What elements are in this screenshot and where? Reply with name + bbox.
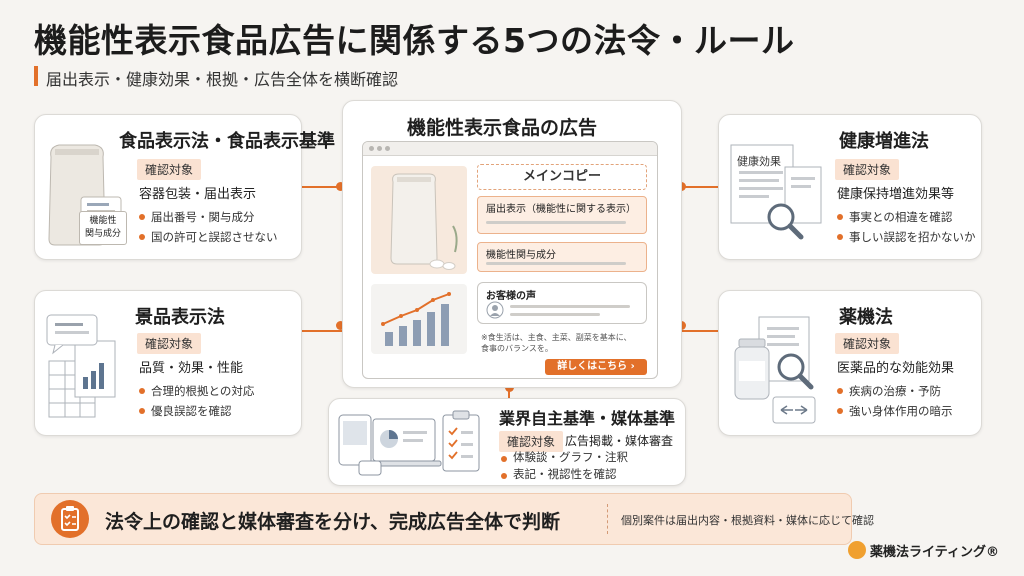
disclaimer-line: 食事のバランスを。 — [481, 344, 553, 353]
target-text: 容器包装・届出表示 — [139, 187, 257, 202]
brand-logo-icon — [848, 541, 866, 559]
target-text: 健康保持増進効果等 — [837, 187, 955, 202]
main-copy-box: メインコピー — [477, 164, 647, 190]
bullet-item: 事実との相違を確認 — [835, 207, 976, 227]
summary-text: 法令上の確認と媒体審査を分け、完成広告全体で判断 — [105, 511, 561, 533]
bullet-item: 表記・視認性を確認 — [499, 466, 628, 483]
brand-name: 薬機法ライティング® — [870, 545, 999, 560]
disclaimer-line: ※食生活は、主食、主菜、副菜を基本に、 — [481, 333, 632, 342]
connector-health — [682, 186, 718, 188]
card-title: 景品表示法 — [135, 307, 225, 328]
bullet-list: 届出番号・関与成分 国の許可と誤認させない — [137, 207, 278, 247]
placeholder-line — [510, 313, 600, 316]
notice-box: 届出表示（機能性に関する表示） — [477, 196, 647, 234]
card-title: 薬機法 — [839, 307, 893, 328]
bullet-item: 届出番号・関与成分 — [137, 207, 278, 227]
browser-dot — [377, 146, 382, 151]
connector-dot — [336, 321, 345, 330]
connector-industry — [508, 387, 510, 401]
connector-pharma — [682, 330, 718, 332]
ad-browser-mock: メインコピー 届出表示（機能性に関する表示） 機能性関与成分 お客様の声 — [362, 141, 658, 379]
customer-voice-box: お客様の声 — [477, 282, 647, 324]
bullet-item: 事しい誤認を招かないか — [835, 227, 976, 247]
devices-illustration — [338, 410, 480, 476]
card-title: 機能性表示食品の広告 — [407, 117, 598, 139]
bullet-item: 強い身体作用の暗示 — [835, 401, 953, 421]
summary-note: 個別案件は届出内容・根拠資料・媒体に応じて確認 — [621, 514, 874, 527]
growth-graph-icon — [381, 292, 451, 346]
summary-banner: 法令上の確認と媒体審査を分け、完成広告全体で判断 個別案件は届出内容・根拠資料・… — [34, 493, 874, 545]
browser-dot — [369, 146, 374, 151]
card-food-labeling: 機能性 関与成分 食品表示法・食品表示基準 確認対象 容器包装・届出表示 届出番… — [34, 114, 335, 260]
card-health-promotion: 健康効果 健康増進法 確認対象 健康保持増進効果等 事実との相違を確認 事しい誤… — [718, 114, 982, 260]
card-industry: 業界自主基準・媒体基準 確認対象 広告掲載・媒体審査 体験談・グラフ・注釈 表記… — [328, 398, 686, 486]
bullet-list: 疾病の治療・予防 強い身体作用の暗示 — [835, 381, 953, 421]
connector-dot — [336, 182, 345, 191]
target-tag: 確認対象 — [137, 159, 202, 180]
product-pouch-icon — [390, 173, 458, 270]
banner-divider — [607, 504, 608, 534]
package-label-line: 機能性 — [89, 216, 117, 226]
bullet-item: 疾病の治療・予防 — [835, 381, 953, 401]
target-tag: 確認対象 — [835, 333, 900, 354]
connector-food-labeling — [302, 186, 342, 188]
subtitle-accent — [34, 66, 38, 86]
browser-toolbar — [363, 142, 657, 156]
ingredient-label: 機能性関与成分 — [486, 250, 556, 261]
bullet-item: 国の許可と誤認させない — [137, 227, 278, 247]
target-tag: 確認対象 — [499, 431, 564, 452]
page-title: 機能性表示食品広告に関係する5つの法令・ルール — [34, 21, 795, 60]
bullet-item: 合理的根拠との対応 — [137, 381, 254, 401]
target-text: 広告掲載・媒体審査 — [565, 434, 674, 448]
product-image — [371, 166, 467, 274]
learn-more-button[interactable]: 詳しくはこちら › — [545, 359, 647, 375]
disclaimer-text: ※食生活は、主食、主菜、副菜を基本に、 食事のバランスを。 — [481, 332, 631, 354]
package-label-box: 機能性 関与成分 — [79, 211, 127, 245]
page-subtitle: 届出表示・健康効果・根拠・広告全体を横断確認 — [46, 70, 399, 89]
target-tag: 確認対象 — [835, 159, 900, 180]
voice-label: お客様の声 — [486, 291, 536, 302]
notice-label: 届出表示（機能性に関する表示） — [486, 204, 636, 215]
bullet-item: 体験談・グラフ・注釈 — [499, 449, 628, 466]
bullet-item: 優良誤認を確認 — [137, 401, 254, 421]
report-illustration — [46, 314, 116, 418]
placeholder-line — [510, 305, 630, 308]
graph-image — [371, 284, 467, 354]
placeholder-line — [486, 262, 626, 265]
user-avatar-icon — [486, 301, 504, 319]
card-title: 健康増進法 — [839, 131, 929, 152]
card-pharma: 薬機法 確認対象 医薬品的な効能効果 疾病の治療・予防 強い身体作用の暗示 — [718, 290, 982, 436]
target-tag: 確認対象 — [137, 333, 202, 354]
clipboard-checklist-icon — [51, 500, 89, 538]
browser-dot — [385, 146, 390, 151]
target-text: 医薬品的な効能効果 — [837, 361, 955, 376]
card-title: 業界自主基準・媒体基準 — [499, 409, 676, 428]
connector-premiums — [302, 330, 342, 332]
bullet-list: 合理的根拠との対応 優良誤認を確認 — [137, 381, 254, 421]
target-text: 品質・効果・性能 — [139, 361, 244, 376]
medicine-illustration — [734, 316, 816, 424]
document-magnifier-illustration — [730, 144, 822, 240]
bullet-list: 事実との相違を確認 事しい誤認を招かないか — [835, 207, 976, 247]
placeholder-line — [486, 221, 626, 224]
card-title: 食品表示法・食品表示基準 — [119, 131, 335, 152]
ingredient-box: 機能性関与成分 — [477, 242, 647, 272]
package-label-line: 関与成分 — [84, 229, 121, 239]
card-premiums: 景品表示法 確認対象 品質・効果・性能 合理的根拠との対応 優良誤認を確認 — [34, 290, 302, 436]
bullet-list: 体験談・グラフ・注釈 表記・視認性を確認 — [499, 449, 628, 483]
document-label: 健康効果 — [737, 155, 781, 168]
